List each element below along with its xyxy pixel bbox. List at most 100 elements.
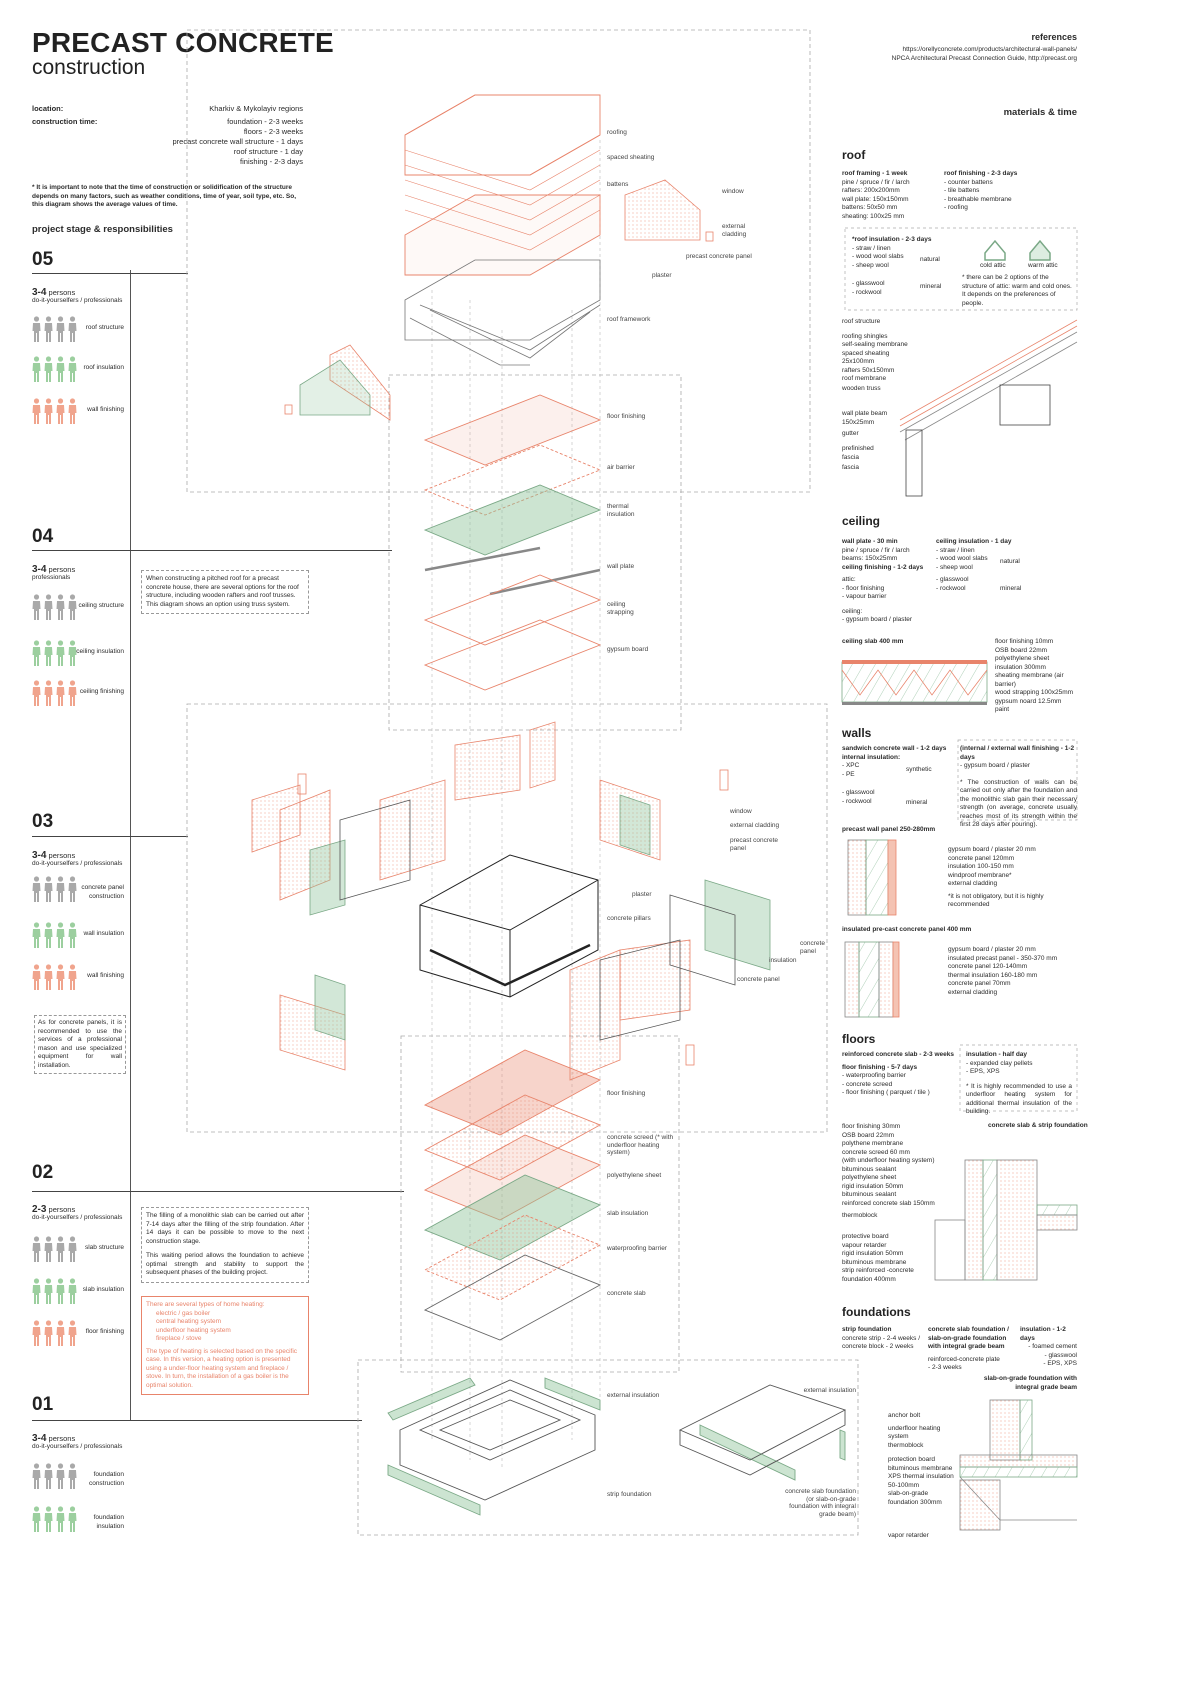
ceiling-natural-label: natural	[1000, 558, 1020, 565]
persons-unit: persons	[48, 1434, 76, 1443]
person-icon	[68, 398, 77, 424]
roof-finishing-heading: roof finishing - 2-3 days	[944, 170, 1018, 177]
diagram-label-concrete-panel: concrete panel	[800, 940, 825, 955]
person-icon	[32, 922, 41, 948]
diagram-label-air-barrier: air barrier	[607, 464, 635, 471]
ceiling-mineral-label: mineral	[1000, 585, 1022, 592]
roof-insulation-item: - wood wool slabs	[852, 253, 904, 260]
person-icon	[32, 316, 41, 342]
section-title-ceiling: ceiling	[842, 514, 881, 528]
person-icon	[32, 1236, 41, 1262]
reference-line: NPCA Architectural Precast Connection Gu…	[891, 55, 1077, 62]
person-icon	[56, 398, 65, 424]
foundation-detail-drawing	[959, 1399, 1078, 1531]
construction-times: foundation - 2-3 weeks floors - 2-3 week…	[120, 117, 303, 167]
ceiling-layer: gypsum noard 12.5mm	[995, 697, 1062, 705]
foundations-lower-layer: foundation 300mm	[888, 1498, 942, 1506]
stage-task-label: ceiling structure	[78, 602, 124, 609]
time-item: roof structure - 1 day	[233, 147, 303, 156]
stage-task-label: roof structure	[85, 324, 124, 331]
info-dash-boxes	[844, 227, 1078, 1112]
ceiling-layer: paint	[995, 706, 1010, 713]
wall-panels	[251, 721, 691, 1081]
ceiling-wall-plate	[489, 568, 601, 596]
foundations-insulation-heading: insulation - 1-2 days	[1020, 1326, 1066, 1342]
roof-detail-wall	[905, 384, 1051, 497]
time-item: foundation - 2-3 weeks	[227, 117, 303, 126]
diagram-label-battens: battens	[607, 181, 629, 188]
walls-finishing: (internal / external wall finishing - 1-…	[960, 745, 1077, 830]
person-icon	[32, 640, 41, 666]
section-title-walls: walls	[842, 726, 872, 740]
ceiling-wallplate-item: beams: 150x25mm	[842, 555, 898, 562]
cold-attic-label: cold attic	[980, 262, 1006, 269]
ceiling-insulation-item: - wood wool slabs	[936, 555, 988, 562]
heating-item: central heating system	[156, 1318, 222, 1325]
roof-structure-heading: roof structure	[842, 318, 881, 325]
ceiling-gypsum-board	[423, 619, 602, 691]
diagram-label-concrete-panel2: concrete panel	[737, 976, 780, 983]
person-icon	[56, 964, 65, 990]
heating-title: There are several types of home heating:	[146, 1301, 265, 1308]
diagram-label-concrete-slab: concrete slab	[607, 1290, 646, 1297]
person-icon	[44, 594, 53, 620]
floor-screed-layer	[423, 1094, 602, 1181]
person-icon	[44, 1320, 53, 1346]
floors-lower-layer: rigid insulation 50mm	[842, 1250, 904, 1257]
roof-finishing-item: - breathable membrane	[944, 195, 1012, 203]
floors-insulation-note: * It is highly recommended to use a unde…	[966, 1082, 1072, 1116]
attic-note: * there can be 2 options of the structur…	[962, 274, 1072, 307]
section-title-roof: roof	[842, 148, 866, 162]
wall-panel1-note: *it is not obligatory, but it is highly …	[948, 892, 1044, 909]
wall-panel1-title: precast wall panel 250-280mm	[842, 826, 936, 833]
diagram-label-waterproofing: waterproofing barrier	[607, 1245, 667, 1252]
person-icon	[32, 680, 41, 706]
wall-panel1-layer: external cladding	[948, 880, 998, 887]
page-subtitle: construction	[32, 56, 146, 79]
heating-item: electric / gas boiler	[156, 1309, 211, 1317]
person-icon	[56, 594, 65, 620]
roof-roofing	[404, 94, 601, 176]
floors-lower-layers: protective board vapour retarder rigid i…	[842, 1233, 942, 1284]
person-icon	[32, 594, 41, 620]
materials-heading: materials & time	[1003, 107, 1077, 118]
roof-insulation-item: - rockwool	[852, 288, 882, 296]
heating-text: The type of heating is selected based on…	[146, 1347, 298, 1389]
person-icon	[32, 1320, 41, 1346]
ceiling-layer: OSB board 22mm	[995, 646, 1048, 654]
stage-task-label: roof insulation	[83, 364, 124, 371]
floor-detail-drawing	[934, 1159, 1078, 1281]
diagram-label-floor-finishing2: floor finishing	[607, 1090, 646, 1097]
walls-insulation-item: - XPC	[842, 762, 860, 769]
floor-stack	[423, 1049, 602, 1341]
persons-unit: persons	[48, 851, 76, 860]
people-row-pink	[32, 1320, 77, 1346]
stage-divider	[32, 550, 392, 551]
person-icon	[44, 356, 53, 382]
person-icon	[44, 316, 53, 342]
floors-lower-layer: protective board	[842, 1233, 889, 1240]
wall-panel1-layer: windproof membrane*	[948, 871, 1012, 879]
wall-panel2-layer: insulated precast panel - 350-370 mm	[948, 954, 1058, 962]
stage-number: 05	[32, 249, 54, 270]
ceiling-strapping	[423, 574, 602, 646]
stage-spine	[130, 270, 131, 1420]
roof-mineral-label: mineral	[920, 283, 942, 290]
person-icon	[32, 1278, 41, 1304]
roof-structure-item: roof membrane	[842, 375, 887, 382]
frame-foundation	[357, 1359, 859, 1536]
foundations-slab: concrete slab foundation / slab-on-grade…	[928, 1326, 1018, 1373]
foundations-strip-heading: strip foundation	[842, 1326, 892, 1333]
foundation-strip	[399, 1379, 596, 1501]
diagram-label-concrete-screed: concrete screed (* with underfloor heati…	[607, 1134, 674, 1156]
diagram-label-insulation: insulation	[769, 957, 797, 964]
roof-structure-item: spaced sheating 25x100mm	[842, 349, 890, 366]
foundations-strip-item: concrete block - 2 weeks	[842, 1343, 914, 1350]
diagram-label-precast-concrete-panel: precast concrete panel	[686, 253, 752, 260]
heating-note: There are several types of home heating:…	[141, 1296, 309, 1395]
ceiling-layers: floor finishing 10mm OSB board 22mm poly…	[995, 638, 1080, 715]
floors-layer: bituminous sealant	[842, 1165, 897, 1173]
wall-panel2-layer: concrete panel 70mm	[948, 980, 1011, 987]
stage-task-label: ceiling insulation	[76, 648, 124, 655]
ceiling-insulation-item: - sheep wool	[936, 563, 973, 571]
